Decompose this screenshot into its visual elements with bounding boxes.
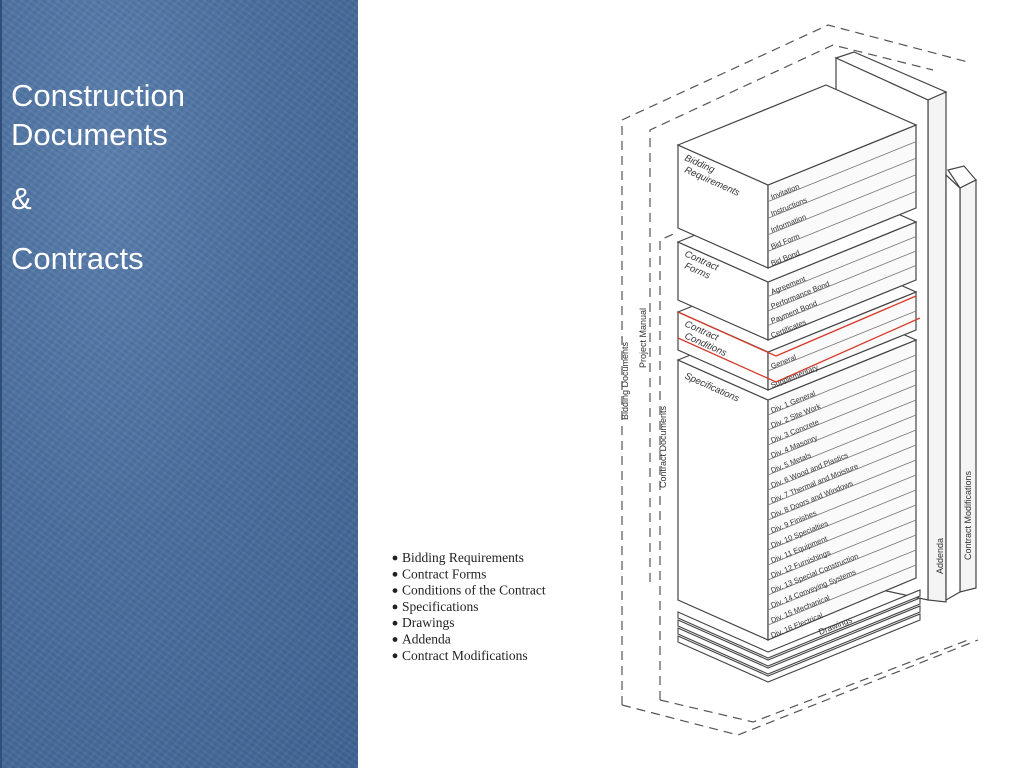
specifications-divider: [767, 564, 917, 626]
row-dividers: [767, 141, 917, 626]
title-panel: Construction Documents & Contracts: [0, 0, 358, 768]
specifications-divider: [767, 504, 917, 566]
addenda-label: Addenda: [935, 538, 945, 574]
contract-modifications-label: Contract Modifications: [963, 470, 973, 560]
specifications-divider: [767, 534, 917, 596]
specifications-divider: [767, 474, 917, 536]
bidding-requirements-divider: [767, 174, 917, 236]
bidding-documents-outline: [621, 24, 969, 705]
specifications-divider: [767, 519, 917, 581]
bidding-requirements-divider: [767, 157, 917, 219]
specifications-divider: [767, 354, 917, 416]
bidding-requirements-divider: [767, 141, 917, 202]
legend-item: Addenda: [402, 632, 451, 647]
specifications-divider: [767, 459, 917, 521]
contract-conditions-divider: [767, 310, 917, 372]
legend-bullet-icon: [392, 653, 398, 659]
specifications-divider: [767, 429, 917, 491]
contract-forms-divider: [767, 250, 917, 312]
contract-documents-outline: [659, 231, 679, 700]
bidding-documents-bottom: [621, 639, 979, 736]
project-manual-label: Project Manual: [638, 308, 648, 368]
project-manual-outline: [649, 44, 934, 582]
legend-bullet-icon: [392, 637, 398, 642]
title-line-1: Construction: [11, 78, 186, 113]
dashed-outlines: [621, 24, 979, 736]
contract-documents-label: Contract Documents: [658, 405, 668, 488]
title-line-2: Documents: [11, 117, 168, 152]
specifications-divider: [767, 414, 917, 476]
specifications-divider: [767, 549, 917, 611]
side-labels: Bidding Documents Project Manual Contrac…: [620, 308, 973, 574]
legend-bullet-icon: [392, 555, 398, 561]
specifications-divider: [767, 489, 917, 551]
specifications-divider: [767, 384, 917, 446]
contract-modifications-panel: [945, 165, 977, 602]
highlight-lines: [677, 295, 921, 383]
legend-bullet-icon: [392, 571, 398, 577]
legend-bullet-icon: [392, 620, 398, 626]
specifications-divider: [767, 369, 917, 431]
contract-forms-divider: [767, 265, 917, 326]
contract-forms-divider: [767, 236, 917, 297]
legend-item: Drawings: [402, 615, 455, 630]
specifications-divider: [767, 444, 917, 506]
contract-documents-diagram: Bidding Requirements Contract Forms Cont…: [358, 0, 1024, 768]
panel-border: [0, 0, 2, 768]
title-line-4: Contracts: [11, 241, 144, 276]
diagram-svg: Bidding Requirements Contract Forms Cont…: [392, 24, 979, 736]
legend-item: Contract Modifications: [402, 648, 528, 663]
bidding-requirements-block: [676, 84, 918, 269]
bidding-requirements-divider: [767, 191, 917, 252]
legend-item: Contract Forms: [402, 566, 486, 581]
legend-item: Bidding Requirements: [402, 550, 524, 565]
legend-item: Conditions of the Contract: [402, 583, 546, 598]
contract-documents-bottom: [659, 639, 969, 723]
legend-item: Specifications: [402, 599, 478, 614]
legend-bullet-icon: [392, 604, 398, 610]
legend-bullet-icon: [392, 588, 398, 593]
title-line-3: &: [11, 181, 32, 216]
bidding-documents-label: Bidding Documents: [620, 341, 630, 420]
specifications-divider: [767, 399, 917, 461]
drawings-stack: [677, 589, 921, 683]
